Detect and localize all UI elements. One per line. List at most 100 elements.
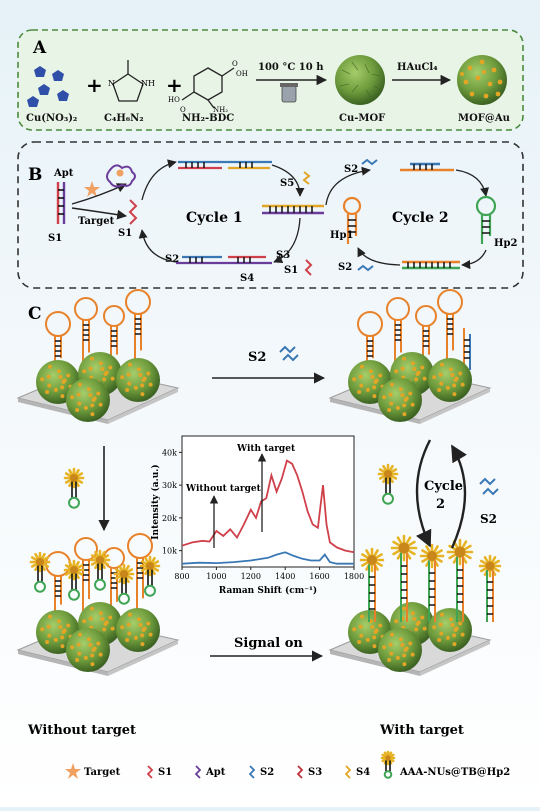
au-dot <box>60 394 65 399</box>
au-dot <box>394 369 399 374</box>
au-dot <box>374 378 379 383</box>
au-dot <box>404 396 409 401</box>
cycle1-arrow-left <box>138 229 177 263</box>
au-dot <box>408 391 413 396</box>
flower-core <box>427 551 437 561</box>
cu-mof-particle <box>335 55 385 105</box>
au-dot <box>96 391 101 396</box>
label-s1-bottom: S1 <box>284 265 298 276</box>
au-dot <box>146 621 151 626</box>
au-dot <box>90 653 95 658</box>
probe-loop <box>383 770 393 779</box>
atom-o1: O <box>232 60 238 68</box>
mof-au-sphere <box>116 358 160 402</box>
au-nanoparticles <box>460 59 503 99</box>
au-dot <box>76 642 81 647</box>
au-dot <box>104 620 109 625</box>
au-dot <box>60 635 65 640</box>
flower-core <box>398 542 410 554</box>
au-dot <box>77 651 82 656</box>
au-dot <box>382 395 387 400</box>
label-hp2: Hp2 <box>494 238 517 249</box>
arrow-s1-release <box>71 207 127 220</box>
hairpin-loop <box>74 537 98 561</box>
atom-o2: O <box>180 106 186 114</box>
au-dot <box>372 394 377 399</box>
cycle2-bottom-duplex <box>402 260 460 270</box>
au-dot <box>82 369 87 374</box>
au-dot <box>70 645 75 650</box>
au-dot <box>60 385 65 390</box>
au-dot <box>98 361 103 366</box>
au-dot <box>358 374 363 379</box>
au-dot <box>89 356 94 361</box>
series-line-1 <box>181 551 354 565</box>
au-dot <box>402 403 407 408</box>
au-dot <box>140 633 145 638</box>
au-dot <box>400 643 405 648</box>
label-s2-right: S2 <box>480 512 497 526</box>
au-dot <box>47 633 52 638</box>
product-mof-au: MOF@Au <box>458 113 510 124</box>
annotation-with-target: With target <box>236 444 296 454</box>
au-dot <box>98 611 103 616</box>
au-dot <box>133 385 138 390</box>
flower-core <box>383 469 393 479</box>
label-s2-bottom: S2 <box>338 262 352 273</box>
cycle2-arrow-down <box>461 249 487 270</box>
plus-1: + <box>86 73 103 97</box>
reagent-haucl4: HAuCl₄ <box>397 62 438 73</box>
au-dot <box>432 375 437 380</box>
au-dot <box>439 612 444 617</box>
au-dot <box>374 628 379 633</box>
au-dot <box>127 381 132 386</box>
legend-target: Target <box>84 767 121 778</box>
au-dot <box>136 367 141 372</box>
au-dot <box>126 622 131 627</box>
au-dot <box>450 623 455 628</box>
au-dot <box>372 644 377 649</box>
flower-core <box>145 561 155 571</box>
label-signal-on: Signal on <box>234 636 303 651</box>
au-dot <box>438 622 443 627</box>
probe-loop <box>144 584 156 597</box>
au-dot <box>102 377 107 382</box>
legend-apt-icon <box>194 765 202 779</box>
legend-s2-icon <box>248 765 256 779</box>
label-s2-left: S2 <box>165 254 179 265</box>
strand-s2-bottom <box>357 264 374 272</box>
au-dot <box>402 412 407 417</box>
legend-s1-icon <box>146 765 154 779</box>
substrate-bottom-left <box>16 533 180 676</box>
au-dot <box>92 646 97 651</box>
probe-loop <box>68 588 80 601</box>
au-dot <box>138 373 143 378</box>
au-dot <box>439 631 444 636</box>
au-dot <box>458 371 463 376</box>
product-cu-mof: Cu-MOF <box>339 113 385 124</box>
au-dot <box>460 382 465 387</box>
au-dot <box>62 628 67 633</box>
cycle1-bottom-duplex <box>176 255 272 265</box>
legend-s1: S1 <box>158 767 172 778</box>
strand-s5 <box>302 171 311 185</box>
au-dot <box>110 376 115 381</box>
au-dot <box>365 637 370 642</box>
au-dot <box>452 642 457 647</box>
au-dot <box>365 387 370 392</box>
au-dot <box>75 407 80 412</box>
probe-loop <box>382 492 394 505</box>
y-tick-label: 40k <box>162 448 177 457</box>
label-apt: Apt <box>53 168 74 179</box>
panel-b-box <box>17 141 524 289</box>
apt-s1-duplex <box>56 182 66 224</box>
flower-core <box>69 565 79 575</box>
flower-core <box>69 473 79 483</box>
au-dot <box>127 362 132 367</box>
probe-aaa-nus-right <box>377 463 399 505</box>
au-dot <box>66 373 71 378</box>
au-dot <box>102 627 107 632</box>
au-dot <box>400 393 405 398</box>
legend-target-icon <box>65 763 81 779</box>
